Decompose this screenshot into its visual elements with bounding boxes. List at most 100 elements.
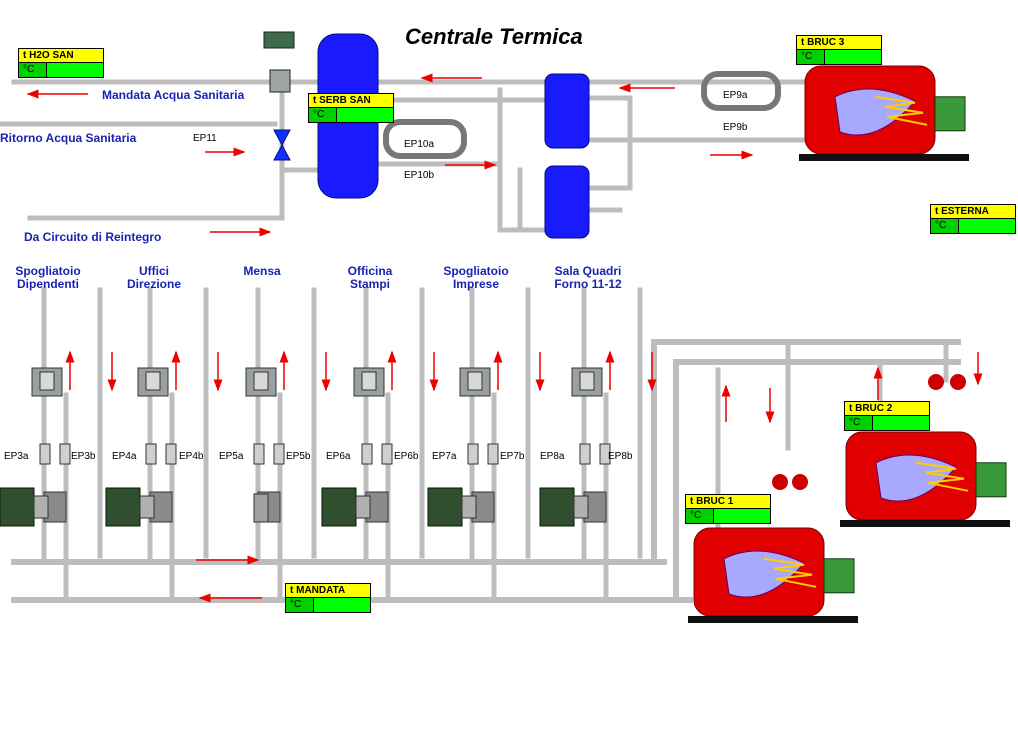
sensor-label: t H2O SAN (19, 49, 103, 63)
sensor-label: t SERB SAN (309, 94, 393, 108)
sensor-esterna[interactable]: t ESTERNA °C (930, 204, 1016, 234)
circuit-4-equipment (321, 367, 393, 527)
circuit-name-line1: Sala Quadri (554, 264, 622, 278)
valve-core (253, 371, 269, 391)
sensor-unit: °C (686, 509, 714, 523)
circuit-name-line2: Stampi (349, 277, 391, 291)
circuit-name-line2: Imprese (452, 277, 500, 291)
sensor-value (714, 509, 770, 523)
label-mandata-acqua: Mandata Acqua Sanitaria (102, 88, 245, 102)
burner-motor (823, 558, 855, 594)
pump-coupling (139, 495, 155, 519)
boiler-3 (799, 65, 969, 161)
pipe (27, 167, 323, 221)
pump-ep-b (59, 443, 71, 465)
sensor-value (314, 598, 370, 612)
circuit-name-line2: Mensa (243, 264, 281, 278)
pump-coupling (461, 495, 477, 519)
sensor-unit: °C (19, 63, 47, 77)
sensor-label: t BRUC 2 (845, 402, 929, 416)
circuit-5-equipment (427, 367, 499, 527)
pump-loop-ep9 (701, 71, 781, 111)
burner-motor (975, 462, 1007, 498)
pump-ep5b-label: EP5b (286, 451, 311, 462)
flame-icon (763, 557, 817, 588)
pump-head-icon (950, 374, 966, 390)
valve-triangle-icon (273, 143, 291, 161)
circuit-3-equipment (245, 367, 285, 523)
sensor-unit: °C (286, 598, 314, 612)
sensor-label: t BRUC 3 (797, 36, 881, 50)
pump-ep-a (39, 443, 51, 465)
pump-ep3a-label: EP3a (4, 451, 29, 462)
pump-ep-a (467, 443, 479, 465)
sensor-label: t ESTERNA (931, 205, 1015, 219)
sensor-unit: °C (797, 50, 825, 64)
pump-ep-b (487, 443, 499, 465)
valve-core (361, 371, 377, 391)
sensor-bruc2[interactable]: t BRUC 2 °C (844, 401, 930, 431)
pump-ep-a (253, 443, 265, 465)
circuit-2-equipment (105, 367, 177, 527)
valve-triangle-icon (273, 129, 291, 147)
heat-exchanger-icon (544, 165, 590, 239)
label-circuito-reintegro: Da Circuito di Reintegro (24, 230, 162, 244)
circuit-name-line2: Dipendenti (16, 277, 79, 291)
pump-ep-b (273, 443, 285, 465)
sensor-unit: °C (309, 108, 337, 122)
boiler-1 (688, 527, 858, 623)
pump-ep9b-label: EP9b (723, 122, 748, 133)
sensor-mandata[interactable]: t MANDATA °C (285, 583, 371, 613)
pump-ep10a-label: EP10a (404, 139, 435, 150)
pump-motor (321, 487, 357, 527)
pump-motor (427, 487, 463, 527)
pump-ep3b-label: EP3b (71, 451, 96, 462)
pump-head-icon (928, 374, 944, 390)
boiler-base (799, 154, 969, 161)
sensor-label: t BRUC 1 (686, 495, 770, 509)
sensor-unit: °C (931, 219, 959, 233)
sensor-bruc1[interactable]: t BRUC 1 °C (685, 494, 771, 524)
pump-ep4a-label: EP4a (112, 451, 137, 462)
pump-ep11-label: EP11 (193, 133, 217, 144)
circuit-name-line1: Spogliatoio (443, 264, 509, 278)
pump-ep-a (361, 443, 373, 465)
circuit-6-equipment (539, 367, 611, 527)
pump-motor (0, 487, 35, 527)
circuit-label-3: Mensa (243, 265, 280, 278)
sensor-value (959, 219, 1015, 233)
circuit-name-line1: Uffici (138, 264, 169, 278)
sensor-unit: °C (845, 416, 873, 430)
pump-head-icon (772, 474, 788, 490)
flame-icon (915, 461, 969, 492)
valve-core (39, 371, 55, 391)
pump-ep8a-label: EP8a (540, 451, 565, 462)
pump-ep6b-label: EP6b (394, 451, 419, 462)
label-ritorno-acqua: Ritorno Acqua Sanitaria (0, 131, 137, 145)
flame-icon (874, 95, 928, 126)
sensor-label: t MANDATA (286, 584, 370, 598)
pump-ep-a (579, 443, 591, 465)
actuator-icon (263, 31, 295, 49)
sensor-value (825, 50, 881, 64)
sensor-value (337, 108, 393, 122)
sensor-value (47, 63, 103, 77)
page-title: Centrale Termica (405, 24, 583, 49)
circuit-name-line2: Forno 11-12 (554, 277, 622, 291)
pump-coupling (33, 495, 49, 519)
pump-ep-b (599, 443, 611, 465)
sensor-h2o-san[interactable]: t H2O SAN °C (18, 48, 104, 78)
circuit-name-line2: Direzione (126, 277, 182, 291)
heat-exchanger-icon (544, 73, 590, 149)
sensor-serb-san[interactable]: t SERB SAN °C (308, 93, 394, 123)
sensor-bruc3[interactable]: t BRUC 3 °C (796, 35, 882, 65)
pump-ep8b-label: EP8b (608, 451, 633, 462)
pump-ep4b-label: EP4b (179, 451, 204, 462)
pump-head-icon (792, 474, 808, 490)
circuit-name-line1: Spogliatoio (15, 264, 81, 278)
